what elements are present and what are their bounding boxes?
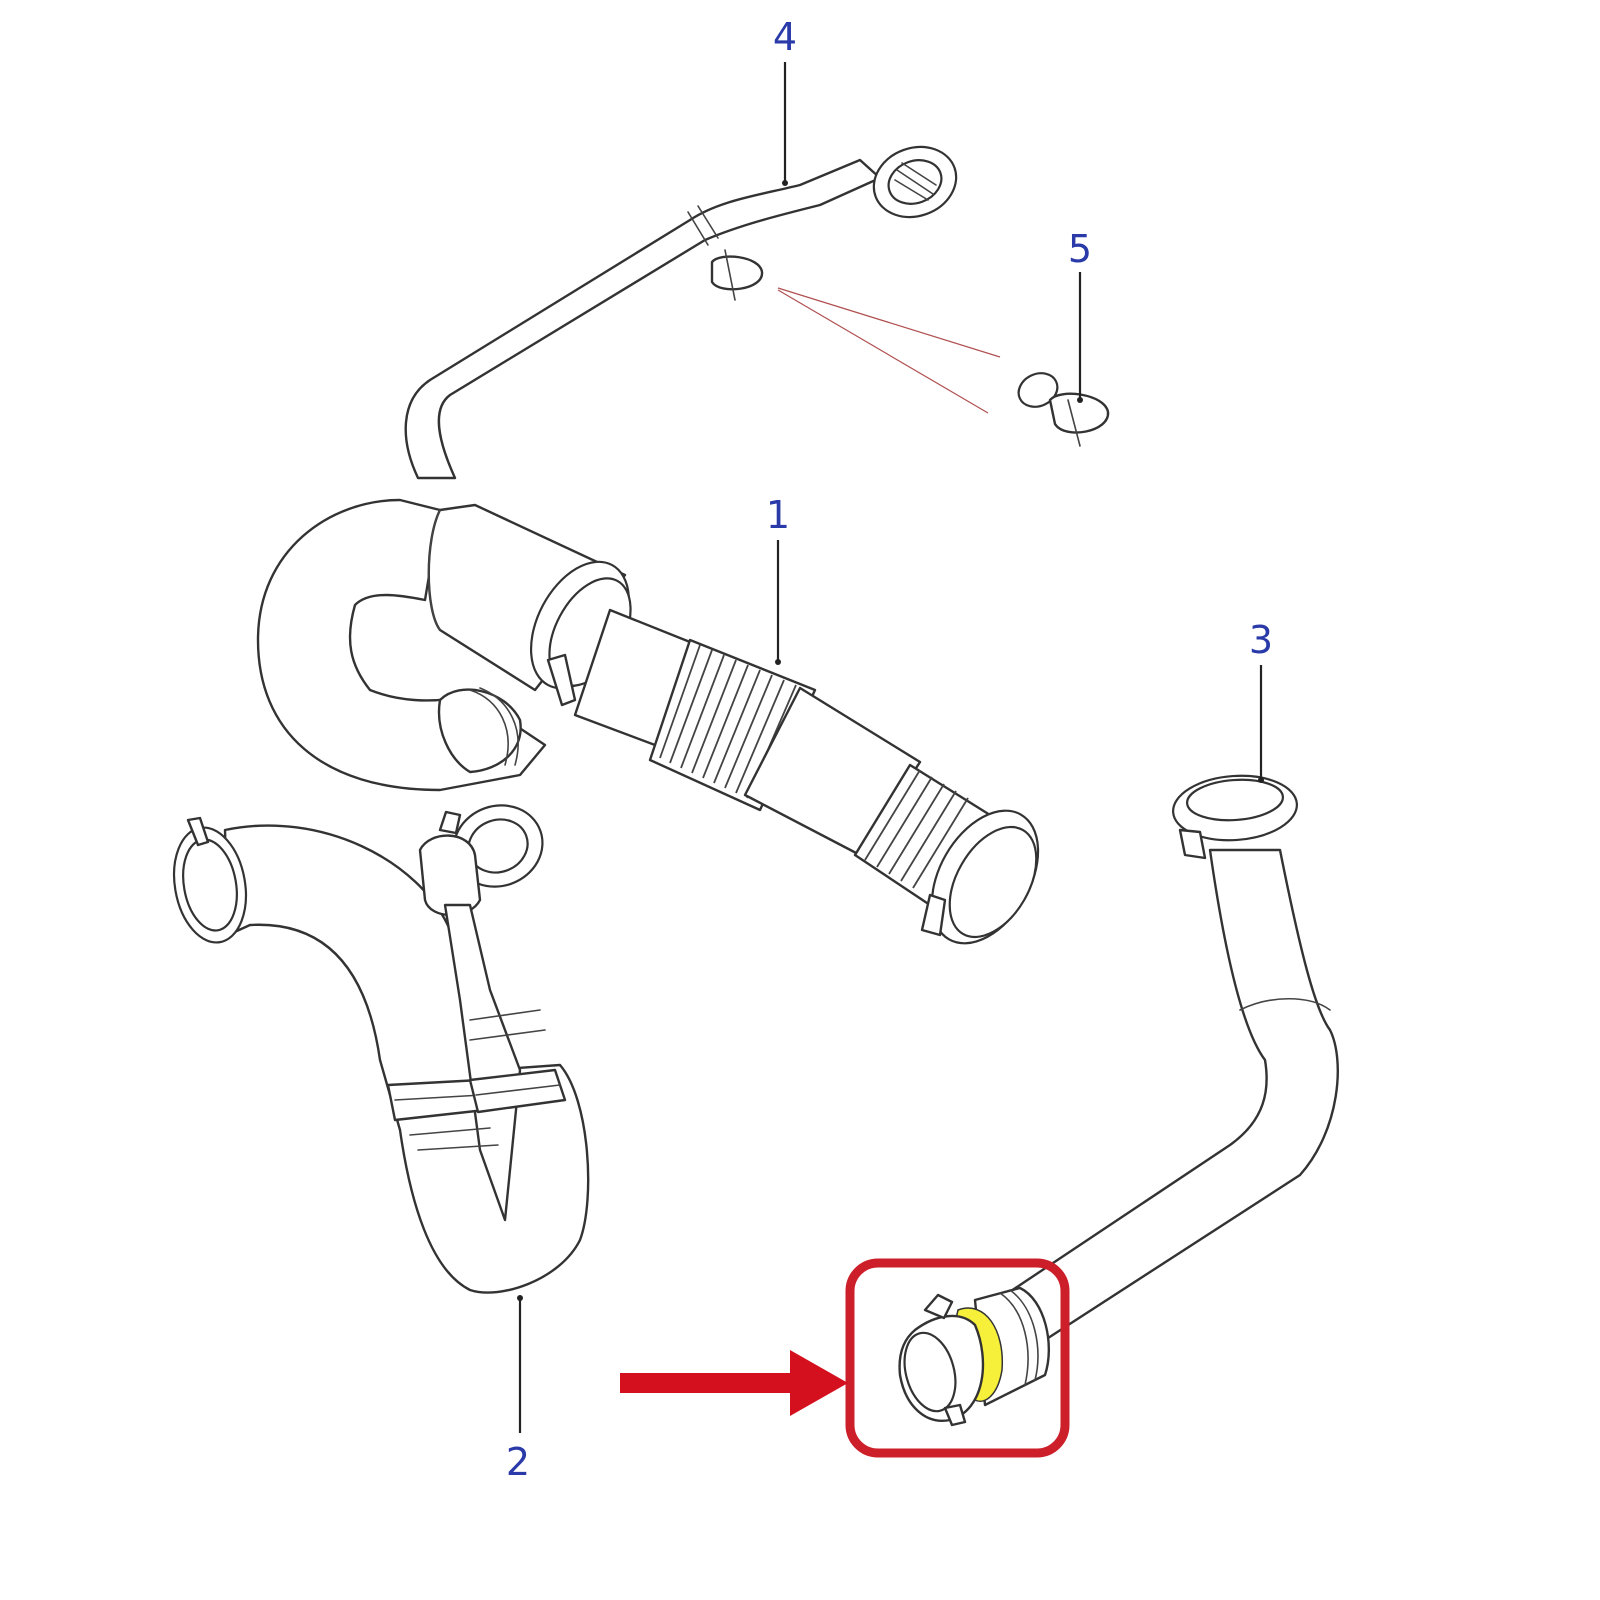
part-1-elbow-clamp (437, 687, 522, 774)
part-4-hose-clip (710, 249, 764, 301)
callout-number-2: 2 (506, 1440, 530, 1484)
callout-number-3: 3 (1249, 618, 1273, 662)
callout-number-5: 5 (1068, 227, 1092, 271)
part-1-intake-duct (256, 498, 1040, 945)
callout-3: 3 (1249, 618, 1273, 783)
part-2-sensor-fitting (418, 804, 544, 917)
part-2-intake-pipe (172, 804, 590, 1294)
callout-4: 4 (773, 15, 797, 186)
part-2-band-clamps (386, 1068, 567, 1151)
highlighted-connector (845, 1258, 1070, 1458)
part-4-breather-hose (404, 145, 958, 480)
part-3-top-clamp (1172, 774, 1298, 860)
part-4-end-fitting (872, 145, 958, 219)
callout-1: 1 (766, 493, 790, 665)
part-2-inlet-clamp (172, 816, 248, 944)
callout-number-4: 4 (773, 15, 797, 59)
callout-2: 2 (506, 1295, 530, 1484)
highlight-box (845, 1258, 1070, 1458)
callout-number-1: 1 (766, 493, 790, 537)
callout-5: 5 (1068, 227, 1092, 403)
part-3-hose (1003, 774, 1339, 1342)
part-1-outlet-clamp (920, 809, 1040, 945)
part-5-hose-clips (777, 287, 1110, 447)
pointer-arrow (620, 1350, 848, 1416)
